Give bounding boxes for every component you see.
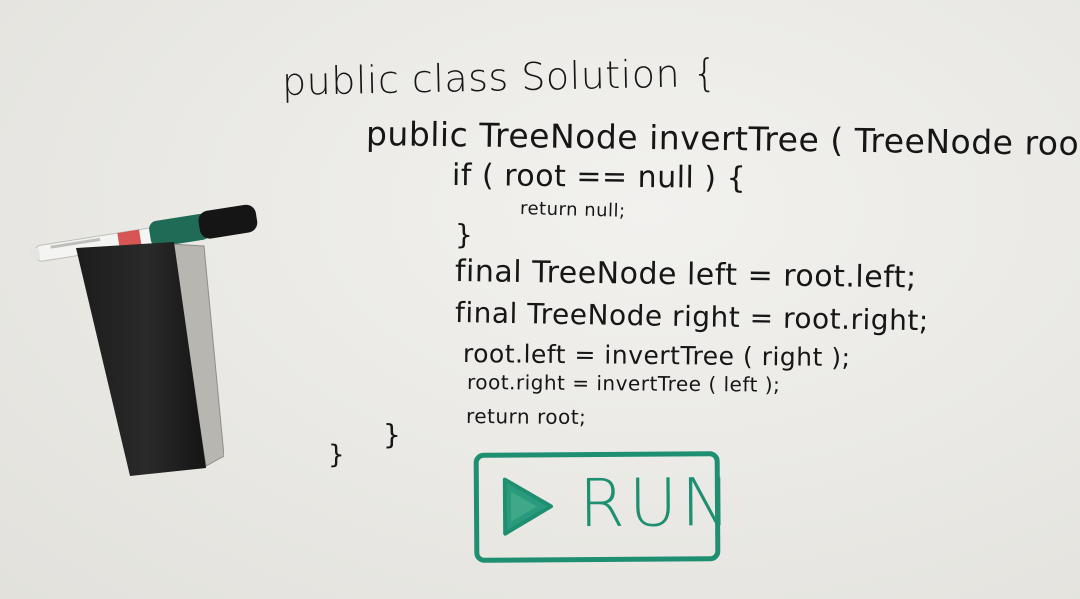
code-line-close-if: } [455,218,474,251]
run-button[interactable]: RUN [473,451,735,563]
code-line-return-root: return root; [465,404,587,430]
code-line-class-decl: public class Solution { [281,50,718,104]
play-icon [502,477,553,536]
code-line-method-decl: public TreeNode invertTree ( TreeNode ro… [365,114,1080,164]
code-line-close-method: } [383,418,402,451]
code-line-final-right: final TreeNode right = root.right; [454,296,930,338]
code-line-close-class: } [328,440,346,470]
code-line-return-null: return null; [519,198,626,222]
code-line-assign-right: root.right = invertTree ( left ); [466,370,781,397]
code-line-if-null: if ( root == null ) { [451,158,747,197]
code-line-assign-left: root.left = invertTree ( right ); [462,339,851,373]
eraser [76,242,224,476]
marker [29,204,258,262]
run-label: RUN [578,464,735,543]
code-line-final-left: final TreeNode left = root.left; [454,254,917,296]
